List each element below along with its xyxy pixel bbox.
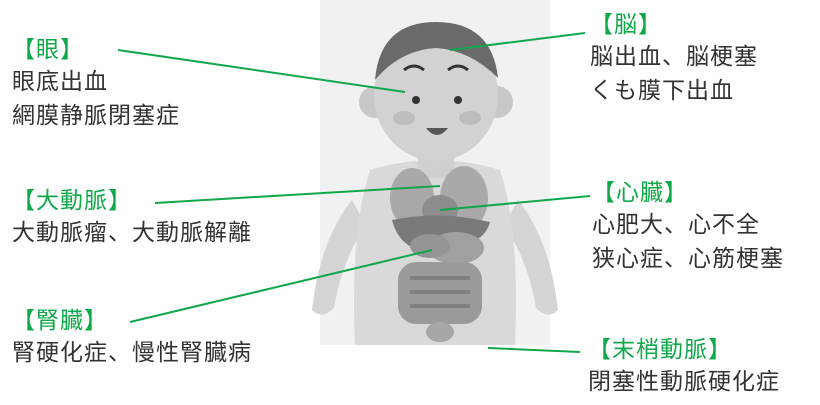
eye-connector	[117, 49, 406, 93]
aorta-connector	[154, 185, 441, 204]
kidney-desc-line-1: 腎硬化症、慢性腎臓病	[12, 340, 252, 366]
brain-heading: 【脳】	[590, 12, 662, 38]
brain-desc-line-1: 脳出血、脳梗塞	[590, 44, 758, 70]
eye-desc-line-1: 眼底出血	[12, 69, 108, 95]
heart-heading: 【心臓】	[592, 180, 688, 206]
aorta-label: 【大動脈】 大動脈瘤、大動脈解離	[12, 186, 252, 250]
brain-label: 【脳】 脳出血、脳梗塞 くも膜下出血	[590, 10, 758, 108]
peripheral-artery-connector	[487, 347, 581, 353]
heart-desc-line-1: 心肥大、心不全	[592, 212, 760, 238]
brain-connector	[449, 32, 586, 51]
brain-desc-line-2: くも膜下出血	[590, 78, 734, 104]
intestine-coils	[410, 276, 470, 308]
kidney-connector	[129, 249, 433, 323]
right-cheek	[459, 111, 481, 125]
peripheral-artery-desc-line-1: 閉塞性動脈硬化症	[588, 369, 780, 395]
peripheral-artery-heading: 【末梢動脈】	[588, 337, 732, 363]
connector-lines	[117, 32, 591, 353]
mouth	[426, 128, 448, 135]
peripheral-artery-label: 【末梢動脈】 閉塞性動脈硬化症	[588, 335, 780, 399]
organs	[390, 166, 490, 342]
eye-desc-line-2: 網膜静脈閉塞症	[12, 103, 180, 129]
right-eye	[454, 96, 462, 104]
aorta-desc-line-1: 大動脈瘤、大動脈解離	[12, 220, 252, 246]
right-arm	[504, 200, 558, 315]
bladder	[426, 322, 454, 342]
eye-label: 【眼】 眼底出血 網膜静脈閉塞症	[12, 35, 180, 133]
eye-heading: 【眼】	[12, 37, 84, 63]
heart-label: 【心臓】 心肥大、心不全 狭心症、心筋梗塞	[592, 178, 784, 276]
left-eye	[412, 96, 420, 104]
kidney-label: 【腎臓】 腎硬化症、慢性腎臓病	[12, 306, 252, 370]
head	[359, 22, 513, 161]
left-arm	[312, 200, 366, 315]
face	[374, 29, 498, 161]
left-cheek	[393, 111, 415, 125]
aorta-heading: 【大動脈】	[12, 188, 132, 214]
left-eyebrow	[403, 64, 425, 72]
hair	[375, 22, 498, 80]
heart-desc-line-2: 狭心症、心筋梗塞	[592, 246, 784, 272]
right-eyebrow	[447, 64, 469, 72]
heart-connector	[439, 195, 591, 211]
kidney-heading: 【腎臓】	[12, 308, 108, 334]
